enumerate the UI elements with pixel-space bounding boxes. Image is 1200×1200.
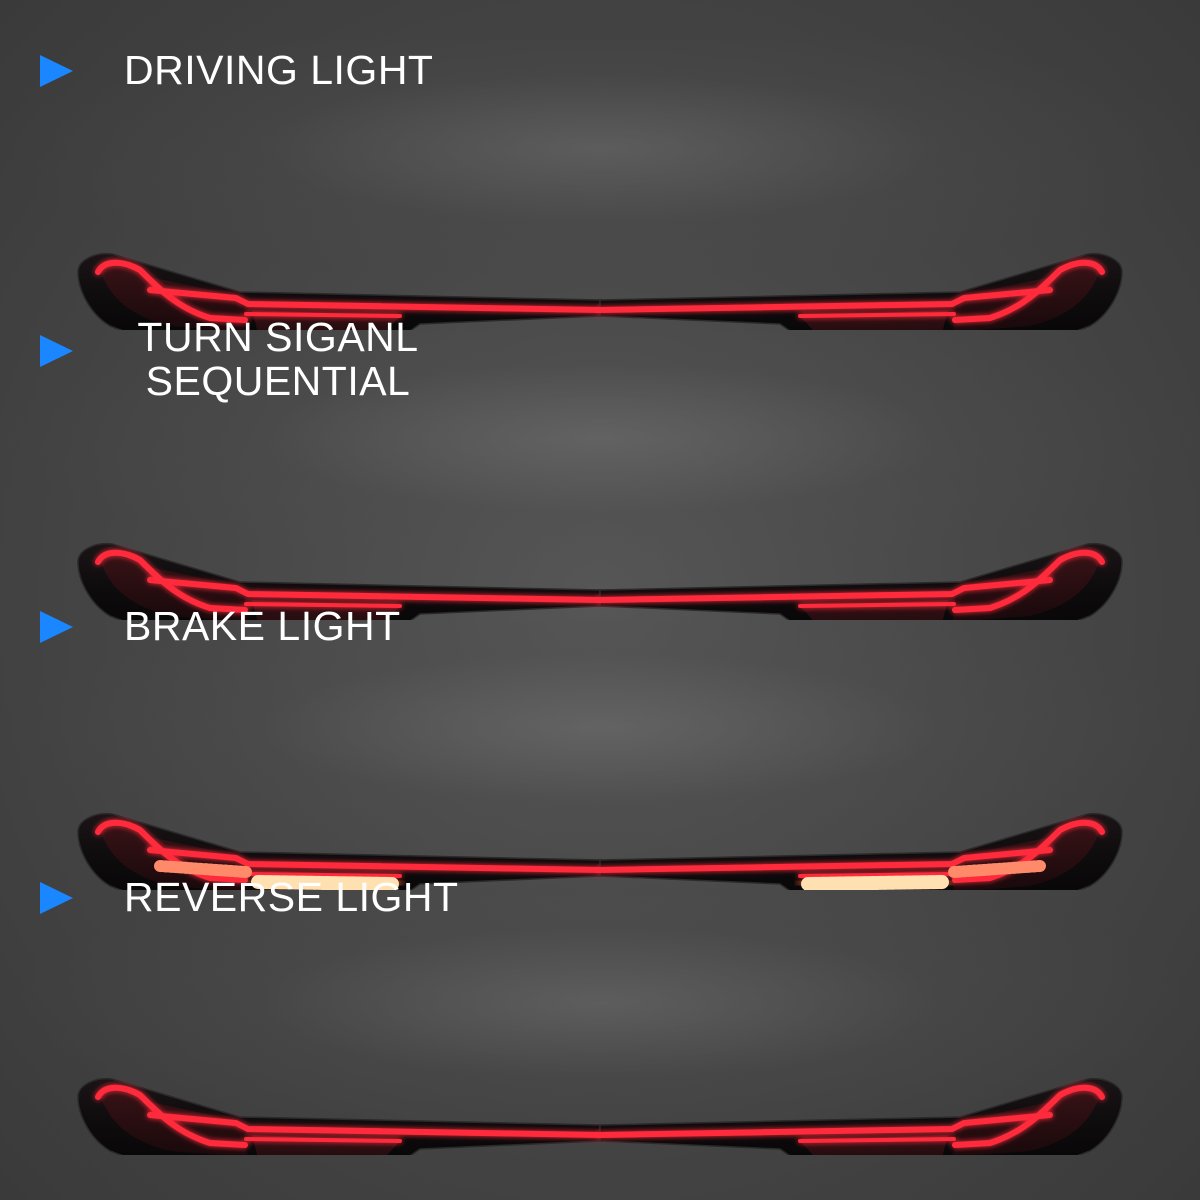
- tail-light-turn-signal: [77, 542, 1123, 620]
- section-title: TURN SIGANL SEQUENTIAL: [137, 314, 419, 404]
- section-driving-light: DRIVING LIGHT: [0, 0, 1200, 330]
- right-lamp: [597, 252, 1123, 330]
- led-bar-upper: [147, 847, 603, 873]
- led-outline: [952, 549, 1105, 613]
- led-bar-middle: [798, 602, 956, 608]
- section-title: DRIVING LIGHT: [124, 47, 434, 93]
- led-strips: [95, 259, 603, 323]
- led-strips: [95, 549, 603, 613]
- tail-light-driving: [77, 252, 1123, 330]
- play-arrow-icon: [40, 882, 73, 914]
- led-bar-upper: [597, 287, 1053, 313]
- led-bar-upper: [147, 1112, 603, 1138]
- brake-strip-left: [154, 860, 252, 878]
- led-bar-middle: [798, 312, 956, 318]
- brake-leds: [800, 860, 1046, 890]
- left-lamp: [77, 542, 603, 620]
- led-outline: [95, 1084, 248, 1148]
- play-arrow-icon: [40, 55, 73, 87]
- led-bar-middle: [244, 602, 402, 608]
- brake-strip-right: [251, 875, 399, 890]
- led-bar-upper: [597, 847, 1053, 873]
- tail-light-brake: [77, 812, 1123, 890]
- left-lamp: [77, 812, 603, 890]
- play-arrow-icon: [40, 611, 73, 643]
- section-reverse-light: REVERSE LIGHT: [0, 855, 1200, 1155]
- brake-strip-right: [801, 875, 949, 890]
- led-strips: [597, 549, 1105, 613]
- tail-light-reverse: [77, 1077, 1123, 1155]
- section-title: BRAKE LIGHT: [124, 603, 401, 649]
- section-turn-signal: TURN SIGANL SEQUENTIAL: [0, 290, 1200, 620]
- led-strips: [95, 1084, 603, 1148]
- led-outline: [952, 1084, 1105, 1148]
- led-bar-upper: [597, 1112, 1053, 1138]
- led-bar-middle: [244, 312, 402, 318]
- right-lamp: [597, 1077, 1123, 1155]
- brake-leds: [154, 860, 400, 890]
- led-bar-upper: [147, 287, 603, 313]
- right-lamp: [597, 812, 1123, 890]
- led-outline: [952, 259, 1105, 323]
- left-lamp: [77, 1077, 603, 1155]
- section-title: REVERSE LIGHT: [124, 874, 459, 920]
- right-lamp: [597, 542, 1123, 620]
- led-strips: [597, 259, 1105, 323]
- led-bar-upper: [597, 577, 1053, 603]
- led-bar-middle: [244, 1137, 402, 1143]
- section-brake-light: BRAKE LIGHT: [0, 580, 1200, 890]
- led-outline: [95, 259, 248, 323]
- brake-strip-left: [948, 860, 1046, 878]
- left-lamp: [77, 252, 603, 330]
- led-bar-upper: [147, 577, 603, 603]
- led-bar-middle: [798, 1137, 956, 1143]
- led-outline: [95, 549, 248, 613]
- led-strips: [597, 1084, 1105, 1148]
- play-arrow-icon: [40, 335, 73, 367]
